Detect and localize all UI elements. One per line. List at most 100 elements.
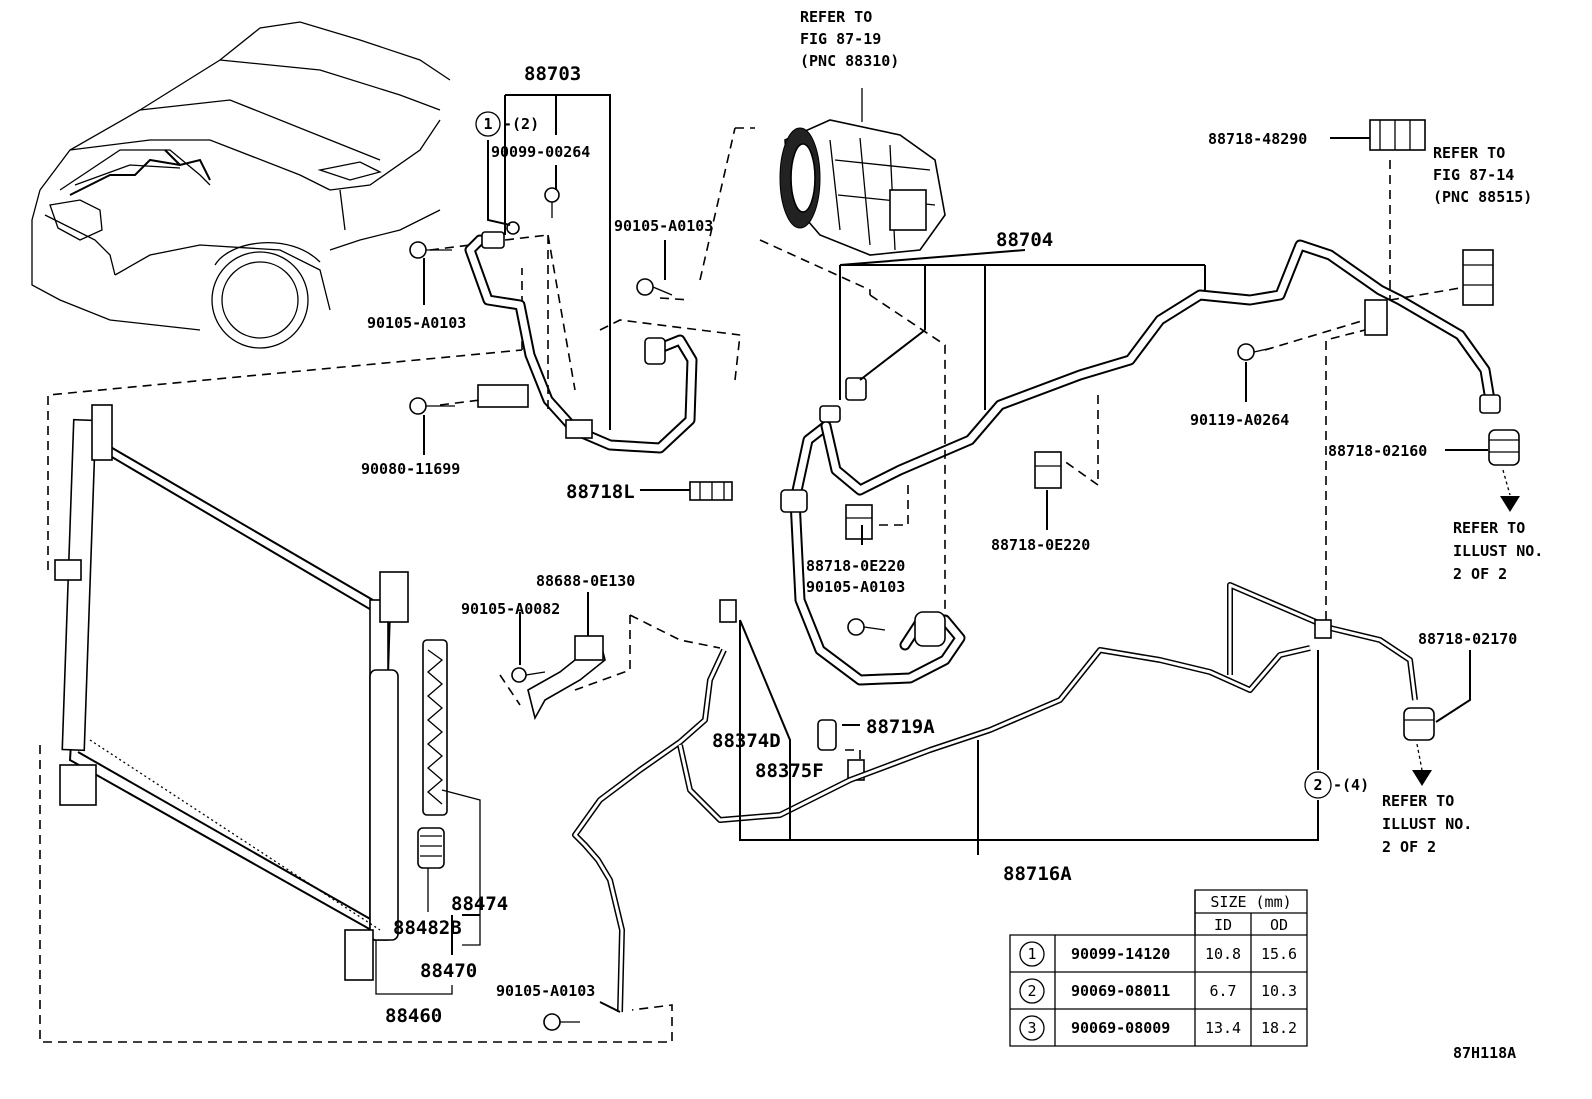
label-88718l: 88718L — [566, 481, 635, 503]
label-88718-48290: 88718-48290 — [1208, 130, 1307, 148]
row-id: 6.7 — [1209, 982, 1236, 1000]
suction-hose-88704 — [759, 160, 1501, 686]
part-labels: 88703 90099-00264 90105-A0103 90105-A010… — [361, 63, 1517, 1062]
refer-note-line: FIG 87-14 — [1433, 166, 1514, 184]
label-90105-a0082: 90105-A0082 — [461, 600, 560, 618]
bolts — [409, 187, 1273, 1031]
label-88375f: 88375F — [755, 760, 824, 782]
compressor-icon — [779, 88, 946, 256]
callout-1: 1 -(2) — [475, 111, 539, 137]
label-90105-a0103: 90105-A0103 — [496, 982, 595, 1000]
cap-88482b — [417, 827, 445, 912]
callout-2-qty: -(4) — [1333, 776, 1369, 794]
row-part-number: 90069-08011 — [1071, 982, 1170, 1000]
refer-note-line: REFER TO — [800, 8, 872, 26]
pressure-sensor-88719a-icon — [817, 719, 837, 751]
liquid-tube-88716a — [499, 582, 1418, 1013]
row-number: 2 — [1027, 982, 1036, 1000]
row-id: 13.4 — [1205, 1019, 1241, 1037]
row-number: 1 — [1027, 945, 1036, 963]
row-part-number: 90069-08009 — [1071, 1019, 1170, 1037]
size-table-col-od: OD — [1270, 916, 1288, 934]
discharge-hose-88703 — [429, 127, 755, 454]
clamps — [527, 119, 1520, 781]
refer-note-pressure-switch: REFER TO FIG 87-14 (PNC 88515) — [1433, 144, 1532, 206]
refer-note-line: REFER TO — [1382, 792, 1454, 810]
service-valve-88718-02160-icon — [1488, 429, 1520, 466]
refer-note-illust-upper: REFER TO ILLUST NO. 2 OF 2 — [1453, 519, 1543, 583]
diagram-id: 87H118A — [1453, 1044, 1516, 1062]
refer-note-line: FIG 87-19 — [800, 30, 881, 48]
refer-note-line: REFER TO — [1433, 144, 1505, 162]
label-88474: 88474 — [451, 893, 508, 915]
label-90119-a0264: 90119-A0264 — [1190, 411, 1289, 429]
pressure-switch-icon — [1462, 249, 1494, 306]
refer-note-line: (PNC 88515) — [1433, 188, 1532, 206]
connector-icon — [719, 599, 737, 623]
down-arrow-icon — [1500, 469, 1520, 512]
bolt-icon — [636, 278, 673, 296]
label-90105-a0103: 90105-A0103 — [367, 314, 466, 332]
refer-note-illust-lower: REFER TO ILLUST NO. 2 OF 2 — [1382, 792, 1472, 856]
row-number: 3 — [1027, 1019, 1036, 1037]
size-table-header: SIZE (mm) — [1210, 893, 1291, 911]
label-88688-0e130: 88688-0E130 — [536, 572, 635, 590]
size-table-row: 1 90099-14120 10.8 15.6 — [1019, 941, 1297, 967]
service-valve-88718-02170-icon — [1403, 707, 1435, 741]
bolt-icon — [511, 667, 546, 683]
refer-note-line: REFER TO — [1453, 519, 1525, 537]
row-od: 10.3 — [1261, 982, 1297, 1000]
down-arrow-icon — [1412, 743, 1432, 786]
size-table: SIZE (mm) ID OD 1 90099-14120 10.8 15.6 … — [1009, 889, 1308, 1047]
label-88482b: 88482B — [393, 917, 462, 939]
bolt-icon — [409, 241, 452, 259]
refer-note-line: (PNC 88310) — [800, 52, 899, 70]
label-90099-00264: 90099-00264 — [491, 143, 590, 161]
label-90080-11699: 90080-11699 — [361, 460, 460, 478]
callout-2-number: 2 — [1313, 776, 1322, 794]
clamp-88718-0e220-icon — [1034, 451, 1062, 489]
refer-note-line: ILLUST NO. — [1382, 815, 1472, 833]
size-table-col-id: ID — [1214, 916, 1232, 934]
row-part-number: 90099-14120 — [1071, 945, 1170, 963]
row-id: 10.8 — [1205, 945, 1241, 963]
vehicle-illustration — [31, 21, 451, 349]
size-table-row: 2 90069-08011 6.7 10.3 — [1019, 978, 1297, 1004]
label-88704: 88704 — [996, 229, 1053, 251]
leader-lines — [423, 94, 1488, 1013]
clamp-88718-0e220-icon — [845, 504, 873, 540]
condenser-88460 — [39, 268, 673, 1043]
callout-1-number: 1 — [483, 115, 492, 133]
row-od: 15.6 — [1261, 945, 1297, 963]
bolt-icon — [543, 1013, 580, 1031]
label-88718-0e220: 88718-0E220 — [806, 557, 905, 575]
label-88718-02160: 88718-02160 — [1328, 442, 1427, 460]
label-88703: 88703 — [524, 63, 581, 85]
refer-note-compressor: REFER TO FIG 87-19 (PNC 88310) — [800, 8, 899, 70]
bracket-88688-0e130-icon — [527, 635, 606, 721]
label-88719a: 88719A — [866, 716, 935, 738]
label-90105-a0103: 90105-A0103 — [806, 578, 905, 596]
callout-2: 2 -(4) — [1304, 771, 1369, 799]
row-od: 18.2 — [1261, 1019, 1297, 1037]
bolt-icon — [544, 187, 560, 218]
label-88718-02170: 88718-02170 — [1418, 630, 1517, 648]
bolt-icon — [409, 397, 455, 415]
clamp-88718-48290-icon — [1369, 119, 1426, 151]
clamp-88718l-icon — [689, 481, 733, 501]
refer-note-line: 2 OF 2 — [1382, 838, 1436, 856]
bolt-icon — [1237, 343, 1273, 361]
label-90105-a0103: 90105-A0103 — [614, 217, 713, 235]
label-88716a: 88716A — [1003, 863, 1072, 885]
desiccant-88474 — [422, 639, 481, 946]
refer-note-line: 2 OF 2 — [1453, 565, 1507, 583]
label-88718-0e220: 88718-0E220 — [991, 536, 1090, 554]
refer-note-line: ILLUST NO. — [1453, 542, 1543, 560]
label-88374d: 88374D — [712, 730, 781, 752]
label-88470: 88470 — [420, 960, 477, 982]
callout-1-qty: -(2) — [503, 115, 539, 133]
arrows — [1412, 469, 1520, 786]
size-table-row: 3 90069-08009 13.4 18.2 — [1019, 1015, 1297, 1041]
bolt-icon — [847, 618, 886, 636]
